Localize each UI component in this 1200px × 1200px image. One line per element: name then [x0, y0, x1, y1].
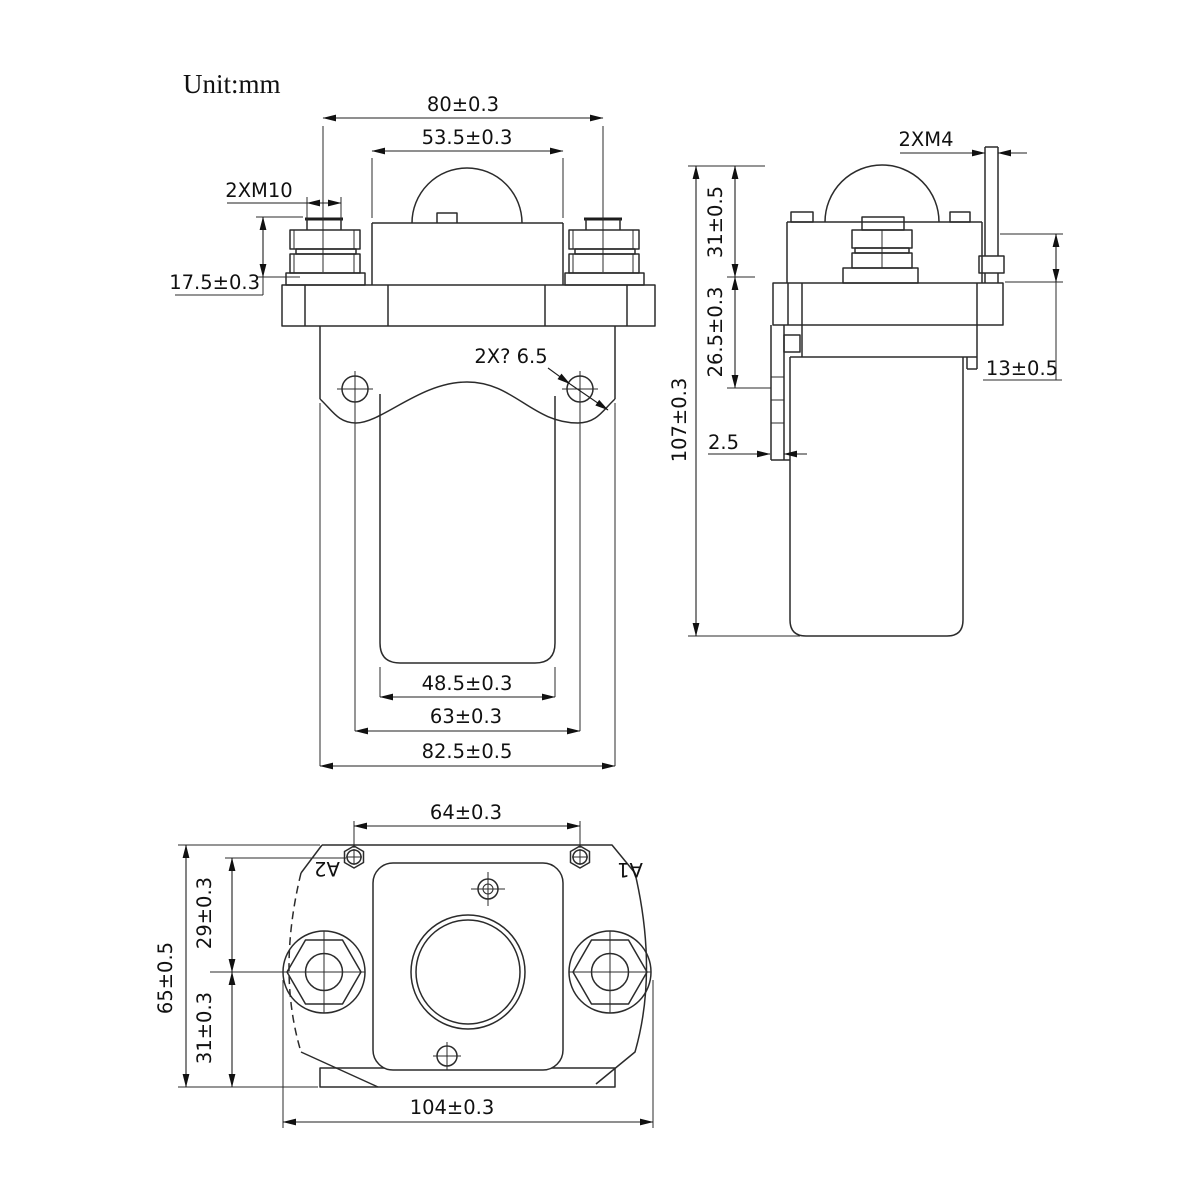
side-dome: [824, 164, 940, 223]
bottom-plate-screw-bottom: [433, 1042, 461, 1070]
front-terminal-left: [285, 217, 366, 286]
dim-bracket-thickness-label: 2.5: [708, 431, 739, 454]
side-view: 107±0.3 31±0.5 26.5±0.3 2XM4 13±0.5 2.5: [668, 128, 1063, 637]
front-dome: [411, 167, 523, 224]
bottom-plate: [372, 862, 564, 1071]
dim-center-offset-bottom-label: 31±0.3: [193, 992, 216, 1064]
front-cap: [371, 222, 564, 285]
side-flange-lines: [787, 283, 978, 325]
bottom-view: 64±0.3 65±0.5 29±0.3 31±0.3 104±0.3 A2 A…: [154, 801, 654, 1128]
side-flange: [772, 282, 1004, 326]
front-terminal-right: [564, 217, 645, 286]
bottom-plate-screw-top: [471, 872, 505, 906]
terminal-a2-label: A2: [314, 857, 340, 880]
side-aux-terminal: [978, 146, 1005, 283]
side-cap-screw-left: [790, 211, 814, 223]
terminal-a1-label: A1: [617, 858, 643, 881]
dim-bracket-width-label: 82.5±0.5: [422, 740, 513, 763]
bottom-aux-terminal-a2: [343, 845, 365, 869]
dim-cover-width-label: 53.5±0.3: [422, 126, 513, 149]
side-bracket: [770, 325, 801, 461]
front-bracket-sides: [319, 326, 616, 399]
dim-mounting-holes-label: 2X? 6.5: [474, 345, 547, 368]
front-body: [379, 394, 556, 664]
dim-hole-pitch-label: 63±0.3: [430, 705, 502, 728]
side-center-stack: [842, 216, 919, 284]
dim-body-width-label: 48.5±0.3: [422, 672, 513, 695]
dim-aux-terminals-label: 2XM4: [899, 128, 954, 151]
dim-center-offset-top-label: 29±0.3: [193, 877, 216, 949]
side-cap-screw-right: [949, 211, 971, 223]
bottom-aux-terminal-a1: [569, 845, 591, 869]
bottom-main-nut-right: [568, 930, 652, 1014]
dim-terminal-height-label: 17.5±0.3: [169, 271, 260, 294]
side-subbody: [790, 325, 978, 370]
dim-flange-to-hole-label: 26.5±0.3: [704, 287, 727, 378]
bottom-foot: [319, 1067, 616, 1088]
dim-aux-pitch-label: 64±0.3: [430, 801, 502, 824]
bottom-center-bore: [410, 914, 526, 1030]
bottom-center-bore-inner: [415, 919, 521, 1025]
dim-cover-height-label: 31±0.5: [704, 186, 727, 258]
dim-main-terminals-label: 2XM10: [225, 179, 292, 202]
front-dome-notch: [436, 212, 458, 223]
front-hole-centerlines: [337, 371, 598, 407]
front-flange: [281, 284, 656, 327]
dim-overall-width-label: 104±0.3: [410, 1096, 495, 1119]
front-view: 80±0.3 53.5±0.3 2XM10 17.5±0.3 2X? 6.5 4…: [169, 93, 656, 770]
dim-terminal-pitch-label: 80±0.3: [427, 93, 499, 116]
dim-overall-height-label: 107±0.3: [668, 378, 691, 463]
front-flange-lines: [304, 285, 628, 326]
side-body: [789, 357, 964, 637]
dim-overall-depth-label: 65±0.5: [154, 942, 177, 1014]
dim-aux-terminal-height-label: 13±0.5: [986, 357, 1058, 380]
front-bracket-edge: [319, 381, 616, 424]
unit-label: Unit:mm: [183, 69, 281, 99]
